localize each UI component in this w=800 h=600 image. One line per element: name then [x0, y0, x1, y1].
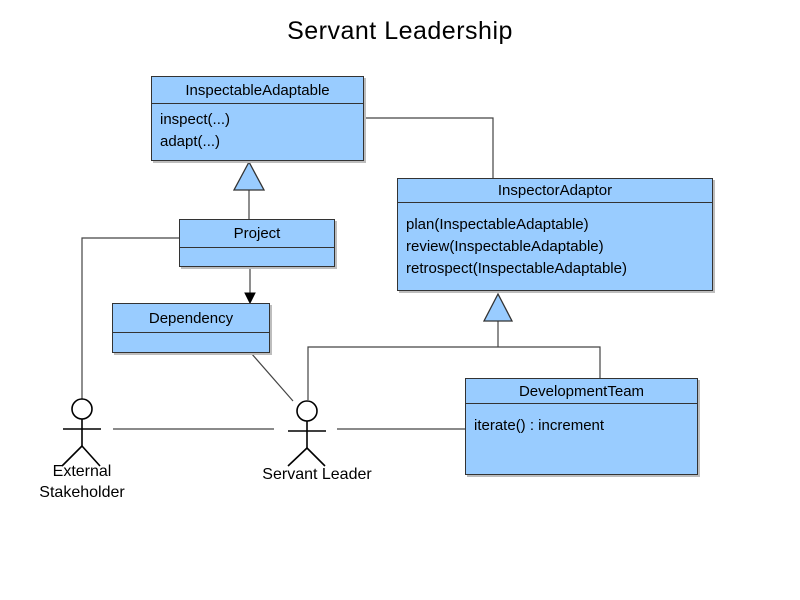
- association-dependency-servantleader: [250, 352, 294, 402]
- class-name: InspectorAdaptor: [398, 179, 712, 203]
- association-project-externalstakeholder: [81, 237, 179, 399]
- method: retrospect(InspectableAdaptable): [406, 260, 627, 277]
- class-methods: plan(InspectableAdaptable) review(Inspec…: [398, 203, 712, 280]
- class-name: DevelopmentTeam: [466, 379, 697, 404]
- class-methods: [113, 333, 269, 338]
- actor-label-line: Servant Leader: [262, 466, 372, 483]
- class-development-team[interactable]: DevelopmentTeam iterate() : increment: [465, 378, 698, 475]
- generalization-bus: [307, 346, 601, 400]
- class-project[interactable]: Project: [179, 219, 335, 267]
- diagram-title: Servant Leadership: [287, 17, 513, 45]
- class-inspectable-adaptable[interactable]: InspectableAdaptable inspect(...) adapt(…: [151, 76, 364, 161]
- actor-label-external-stakeholder: External Stakeholder: [16, 461, 148, 503]
- class-methods: inspect(...) adapt(...): [152, 104, 363, 153]
- class-name: InspectableAdaptable: [152, 77, 363, 104]
- actor-icon-external-stakeholder[interactable]: [61, 398, 101, 467]
- method: plan(InspectableAdaptable): [406, 216, 589, 233]
- generalization-arrowhead-inspectoradaptor: [482, 292, 514, 322]
- arrowhead-project-dependency: [244, 292, 256, 305]
- actor-icon-servant-leader[interactable]: [287, 400, 326, 467]
- class-dependency[interactable]: Dependency: [112, 303, 270, 353]
- class-name: Dependency: [113, 304, 269, 333]
- association-inspectableadaptable-inspectoradaptor: [364, 117, 494, 178]
- class-methods: iterate() : increment: [466, 404, 697, 437]
- method: review(InspectableAdaptable): [406, 238, 604, 255]
- class-inspector-adaptor[interactable]: InspectorAdaptor plan(InspectableAdaptab…: [397, 178, 713, 291]
- actor-label-servant-leader: Servant Leader: [247, 464, 387, 485]
- method: inspect(...): [160, 111, 231, 128]
- method: adapt(...): [160, 133, 221, 150]
- generalization-arrowhead-inspectableadaptable: [232, 160, 266, 191]
- actor-label-line: Stakeholder: [39, 484, 125, 501]
- class-name: Project: [180, 220, 334, 248]
- actor-label-line: External: [52, 463, 112, 480]
- method: iterate() : increment: [474, 417, 605, 434]
- class-methods: [180, 248, 334, 253]
